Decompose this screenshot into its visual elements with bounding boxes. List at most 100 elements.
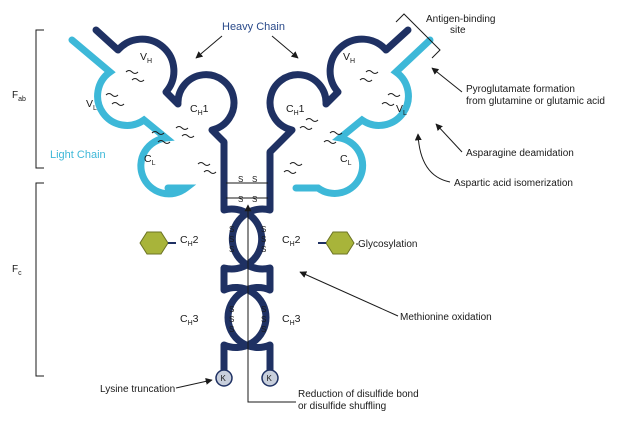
annotation-arrows [175, 35, 463, 403]
ss-mark-l10 [203, 170, 217, 174]
domain-vl-right: VL [396, 103, 407, 117]
hinge-s-3: S [238, 195, 243, 204]
fc-s-r2: S [261, 235, 266, 244]
lysine-label: Lysine truncation [100, 384, 175, 395]
ss-mark-r3 [387, 93, 401, 97]
fc-s-r5: S [261, 315, 266, 324]
fc-s-l4: S [229, 305, 234, 314]
heavy-arrow-left [195, 35, 223, 59]
glycan-hexagon-right-icon [325, 231, 355, 255]
domain-ch2-right: CH2 [282, 234, 301, 248]
asparagine-arrow [435, 123, 463, 153]
pyroglutamate-arrow [431, 67, 463, 93]
terminal-k-right: K [261, 369, 279, 387]
domain-ch1-right: CH1 [286, 103, 305, 117]
light-chain-right-path [292, 36, 434, 197]
ss-mark-l1 [125, 70, 139, 74]
glycan-left [139, 231, 176, 255]
interchain-disulfide-marks [105, 70, 401, 174]
fc-disulfide-marks: S S S S S S S S S S S S [229, 225, 266, 334]
ss-mark-l7 [175, 126, 189, 130]
heavy-arrow-right [271, 35, 299, 59]
fab-label: Fab [12, 90, 26, 103]
ss-mark-l2 [131, 78, 145, 82]
heavy-chain-label: Heavy Chain [222, 21, 285, 33]
glycosylation-label: Glycosylation [358, 239, 417, 250]
ss-mark-r7 [329, 131, 343, 135]
disulfide-arrow [244, 204, 296, 403]
domain-vh-left: VH [140, 51, 152, 65]
ss-mark-l5 [151, 131, 165, 135]
domain-labels: VH VL CH1 CL CH2 CH3 VH VL CH1 CL CH2 CH… [86, 51, 407, 327]
domain-vl-left: VL [86, 98, 97, 112]
domain-cl-right: CL [340, 153, 352, 167]
ss-mark-l3 [105, 93, 119, 97]
fc-s-l1: S [229, 225, 234, 234]
aspartic-label: Aspartic acid isomerization [454, 178, 573, 189]
fab-bracket [35, 29, 44, 169]
domain-vh-right: VH [343, 51, 355, 65]
light-chain-left [68, 36, 197, 198]
hinge-bonds [226, 182, 268, 199]
ss-mark-r2 [359, 78, 373, 82]
light-chain-right [292, 36, 434, 197]
asparagine-label: Asparagine deamidation [466, 148, 574, 159]
fc-s-l3: S [229, 245, 234, 254]
glycan-right [318, 231, 355, 255]
domain-ch2-left: CH2 [180, 234, 199, 248]
terminal-k-left: K [215, 369, 233, 387]
domain-ch3-right: CH3 [282, 313, 301, 327]
heavy-chain-right-path [224, 26, 412, 376]
ss-mark-l6 [157, 140, 171, 144]
fc-s-l6: S [229, 325, 234, 334]
k-circle-left [215, 369, 233, 387]
fc-bracket [35, 182, 44, 377]
heavy-chain-right [224, 26, 412, 376]
lysine-arrow [175, 377, 213, 389]
heavy-chain-left [92, 26, 270, 376]
disulfide-label-1: Reduction of disulfide bond [298, 389, 419, 400]
fc-s-r1: S [261, 225, 266, 234]
ss-mark-r4 [381, 102, 395, 106]
antigen-binding-label-1: Antigen-binding [426, 14, 496, 25]
fc-s-l5: S [229, 315, 234, 324]
fc-s-r3: S [261, 245, 266, 254]
hinge-s-4: S [252, 195, 257, 204]
light-chain-label: Light Chain [50, 149, 106, 161]
ss-mark-r6 [299, 126, 313, 130]
antigen-binding-bracket [395, 13, 441, 59]
fc-label: Fc [12, 264, 22, 277]
k-label-right: K [267, 374, 273, 383]
ss-mark-r8 [323, 140, 337, 144]
fc-s-r4: S [261, 305, 266, 314]
aspartic-arrow [414, 133, 451, 183]
hinge-s-labels: S S S S [238, 175, 257, 204]
k-circle-right [261, 369, 279, 387]
pyroglutamate-label-2: from glutamine or glutamic acid [466, 96, 605, 107]
hinge-s-1: S [238, 175, 243, 184]
methionine-arrow [299, 271, 399, 317]
k-label-left: K [221, 374, 227, 383]
fc-s-r6: S [261, 325, 266, 334]
ss-mark-r5 [305, 118, 319, 122]
ss-mark-r1 [365, 70, 379, 74]
ss-mark-l4 [111, 102, 125, 106]
ss-mark-r10 [283, 170, 297, 174]
heavy-chain-left-path [92, 26, 270, 376]
glycan-hexagon-left-icon [139, 231, 169, 255]
fc-s-l2: S [229, 235, 234, 244]
methionine-label: Methionine oxidation [400, 312, 492, 323]
pyroglutamate-label-1: Pyroglutamate formation [466, 84, 575, 95]
disulfide-label-2: or disulfide shuffling [298, 401, 386, 412]
ss-mark-l8 [181, 134, 195, 138]
ss-mark-r9 [289, 162, 303, 166]
ss-mark-l9 [197, 162, 211, 166]
light-chain-left-path [68, 36, 197, 198]
antigen-binding-label-2: site [450, 25, 466, 36]
domain-cl-left: CL [144, 153, 156, 167]
domain-ch3-left: CH3 [180, 313, 199, 327]
domain-ch1-left: CH1 [190, 103, 209, 117]
hinge-s-2: S [252, 175, 257, 184]
